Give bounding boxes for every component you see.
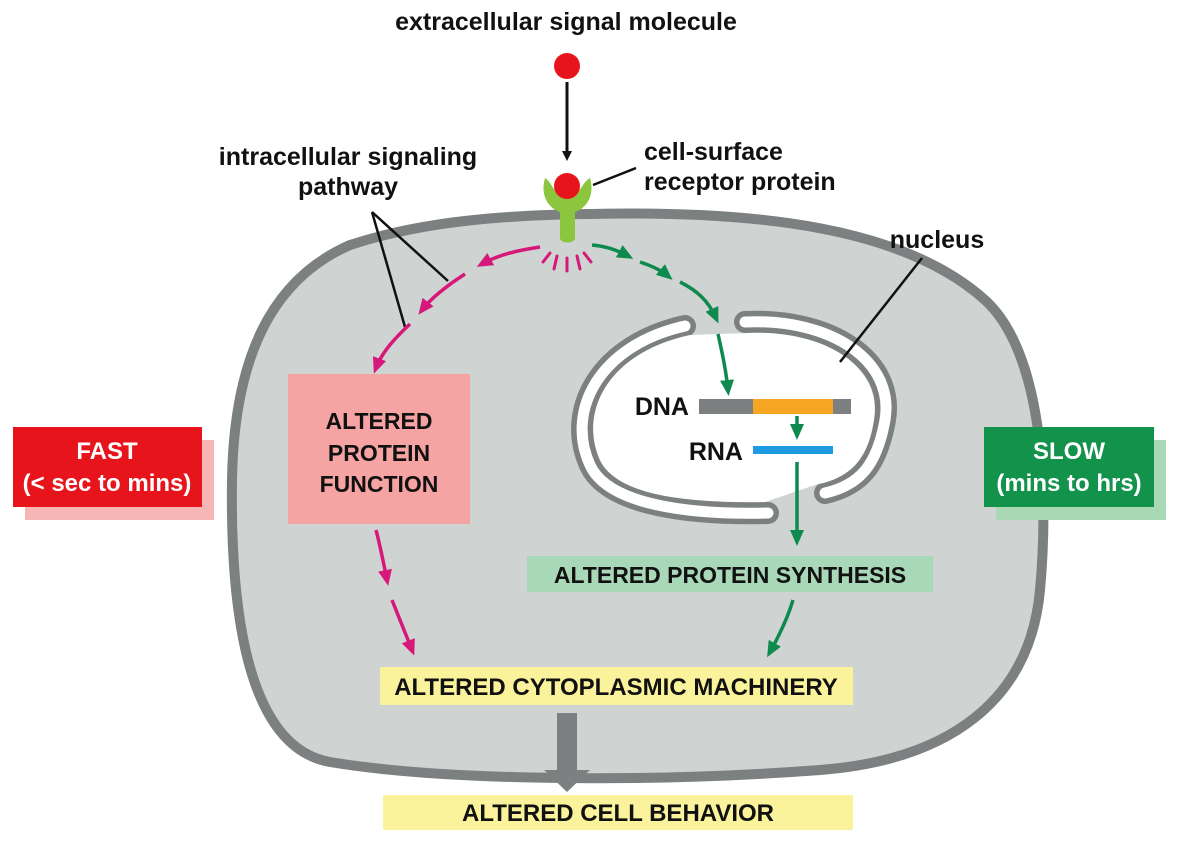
protein-synthesis-label: ALTERED PROTEIN SYNTHESIS [554, 562, 906, 588]
slow-tag-subtitle: (mins to hrs) [996, 470, 1141, 497]
pathway-pointer-1 [371, 211, 449, 282]
dna-label: DNA [635, 393, 689, 421]
cell-behavior-label: ALTERED CELL BEHAVIOR [462, 800, 774, 827]
pathway-label-line1: intracellular signaling [219, 143, 477, 171]
signal-molecule [554, 53, 580, 79]
pathway-pointer-2 [370, 211, 407, 328]
fast-tag-subtitle: (< sec to mins) [23, 470, 192, 497]
activation-burst [541, 251, 593, 273]
dna-gene-segment [753, 399, 833, 414]
nucleus-pointer [839, 257, 923, 363]
protein-synthesis-box [527, 556, 933, 592]
slow-tag [984, 427, 1154, 507]
protein-function-line3: FUNCTION [320, 471, 439, 497]
nucleus-label: nucleus [890, 226, 984, 254]
pathway-label-line2: pathway [298, 173, 398, 201]
slow-pathway [591, 243, 804, 658]
receptor-label-line1: cell-surface [644, 138, 783, 166]
protein-function-box [288, 374, 470, 524]
fast-tag [13, 427, 202, 507]
protein-function-line2: PROTEIN [328, 440, 430, 466]
receptor-pointer [592, 166, 637, 187]
receptor-protein [543, 173, 592, 243]
cytoplasmic-machinery-label: ALTERED CYTOPLASMIC MACHINERY [394, 674, 838, 701]
fast-tag-title: FAST [76, 438, 138, 465]
fast-pathway [372, 245, 541, 656]
rna-label: RNA [689, 438, 743, 466]
bound-signal-molecule [554, 173, 580, 199]
rna-strand [753, 446, 833, 454]
nucleus-envelope-right-inner [739, 316, 892, 499]
nucleus-interior [593, 332, 875, 503]
receptor-label-line2: receptor protein [644, 168, 836, 196]
cell-behavior-box [383, 795, 853, 830]
behavior-arrow [544, 713, 590, 792]
signal-label: extracellular signal molecule [395, 8, 737, 36]
slow-tag-title: SLOW [1033, 438, 1105, 465]
protein-function-line1: ALTERED [326, 408, 433, 434]
nucleus-envelope-left-inner [576, 320, 774, 519]
cytoplasmic-machinery-box [380, 667, 853, 705]
